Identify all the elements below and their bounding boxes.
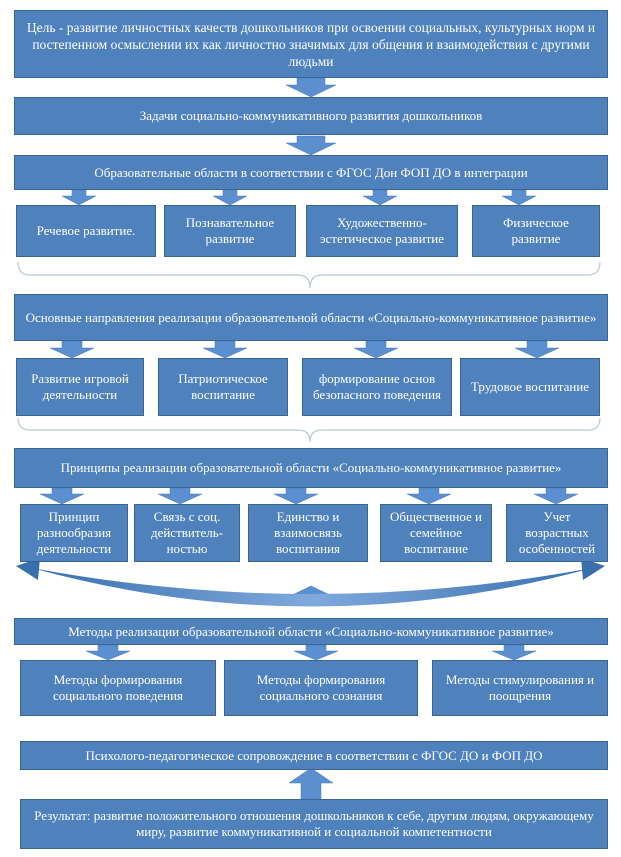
arrow-direction-4 <box>514 340 560 359</box>
result-text: Результат: развитие положительного отнош… <box>34 808 594 839</box>
arrow-direction-1 <box>49 340 95 359</box>
methods-title: Методы реализации образовательной област… <box>68 623 554 639</box>
arrow-principle-3 <box>273 487 319 505</box>
goal-box: Цель - развитие личностных качеств дошко… <box>14 10 608 78</box>
principles-title: Принципы реализации образовательной обла… <box>60 460 562 475</box>
direction-item-patriotic: Патриотическое воспитание <box>158 358 288 416</box>
support-box: Психолого-педагогическое сопровождение в… <box>20 741 608 770</box>
goal-text: Цель - развитие личностных качеств дошко… <box>26 19 596 69</box>
arrow-area-2 <box>212 189 248 206</box>
area-item-label: Художественно-эстетическое развитие <box>319 215 445 246</box>
area-item-physical: Физическое развитие <box>472 205 600 257</box>
direction-item-label: Трудовое воспитание <box>470 379 590 394</box>
arrow-area-4 <box>501 189 537 206</box>
direction-item-play: Развитие игровой деятельности <box>16 358 144 416</box>
principle-item-unity: Единство и взаимосвязь воспитания <box>248 504 368 562</box>
arrow-goal-to-tasks <box>285 77 337 98</box>
principle-item-social-family: Общественное и семейное воспитание <box>380 504 492 562</box>
arrow-principle-1 <box>39 487 85 505</box>
principle-item-age: Учет возрастных особенностей <box>506 504 608 562</box>
directions-title-box: Основные направления реализации образова… <box>14 294 608 341</box>
method-item-consciousness: Методы формирования социального сознания <box>224 660 418 716</box>
areas-title: Образовательные области в соответствии с… <box>94 164 528 180</box>
method-item-label: Методы формирования социального сознания <box>256 672 386 703</box>
support-text: Психолого-педагогическое сопровождение в… <box>85 747 543 763</box>
area-item-artistic: Художественно-эстетическое развитие <box>306 205 458 257</box>
arrow-principle-4 <box>406 487 452 505</box>
directions-title: Основные направления реализации образова… <box>25 309 597 325</box>
principle-item-label: Единство и взаимосвязь воспитания <box>274 509 342 556</box>
principle-item-reality: Связь с соц. действитель-ностью <box>134 504 240 562</box>
arrow-direction-2 <box>202 340 248 359</box>
arrow-direction-3 <box>353 340 399 359</box>
principle-item-label: Принцип разнообразия деятельности <box>36 509 112 556</box>
principle-item-label: Общественное и семейное воспитание <box>390 509 482 556</box>
brace-areas <box>17 261 601 289</box>
arrow-principle-5 <box>533 487 579 505</box>
direction-item-label: Развитие игровой деятельности <box>31 371 129 402</box>
result-box: Результат: развитие положительного отнош… <box>20 799 608 849</box>
methods-title-box: Методы реализации образовательной област… <box>14 618 608 645</box>
curved-arrow <box>32 568 592 607</box>
arrow-method-2 <box>293 644 339 661</box>
arrow-method-1 <box>85 644 131 661</box>
areas-title-box: Образовательные области в соответствии с… <box>14 155 608 190</box>
direction-item-safety: формирование основ безопасного поведения <box>302 358 452 416</box>
principle-item-label: Учет возрастных особенностей <box>518 509 596 556</box>
arrow-tasks-to-areas <box>285 135 337 156</box>
principles-title-box: Принципы реализации образовательной обла… <box>14 448 608 488</box>
method-item-label: Методы стимулирования и поощрения <box>445 672 595 703</box>
curved-arrow-right-head <box>581 558 605 580</box>
method-item-behavior: Методы формирования социального поведени… <box>20 660 216 716</box>
area-item-label: Познавательное развитие <box>185 215 275 246</box>
area-item-cognitive: Познавательное развитие <box>164 205 296 257</box>
area-item-speech: Речевое развитие. <box>16 205 156 257</box>
principle-item-diversity: Принцип разнообразия деятельности <box>20 504 128 562</box>
arrow-method-3 <box>491 644 537 661</box>
arrow-principle-2 <box>157 487 203 505</box>
method-item-label: Методы формирования социального поведени… <box>52 672 184 703</box>
arrow-area-1 <box>61 189 97 206</box>
arrow-up-result-to-support <box>288 767 334 800</box>
method-item-stimulation: Методы стимулирования и поощрения <box>432 660 608 716</box>
tasks-box: Задачи социально-коммуникативного развит… <box>14 97 608 135</box>
direction-item-labor: Трудовое воспитание <box>460 358 600 416</box>
arrow-area-3 <box>362 189 398 206</box>
curved-arrow-left-head <box>16 558 40 580</box>
tasks-text: Задачи социально-коммуникативного развит… <box>139 108 483 123</box>
area-item-label: Речевое развитие. <box>36 223 136 238</box>
principle-item-label: Связь с соц. действитель-ностью <box>150 509 224 556</box>
brace-directions <box>17 417 601 443</box>
area-item-label: Физическое развитие <box>503 215 569 246</box>
direction-item-label: формирование основ безопасного поведения <box>312 371 442 402</box>
direction-item-label: Патриотическое воспитание <box>178 371 268 402</box>
